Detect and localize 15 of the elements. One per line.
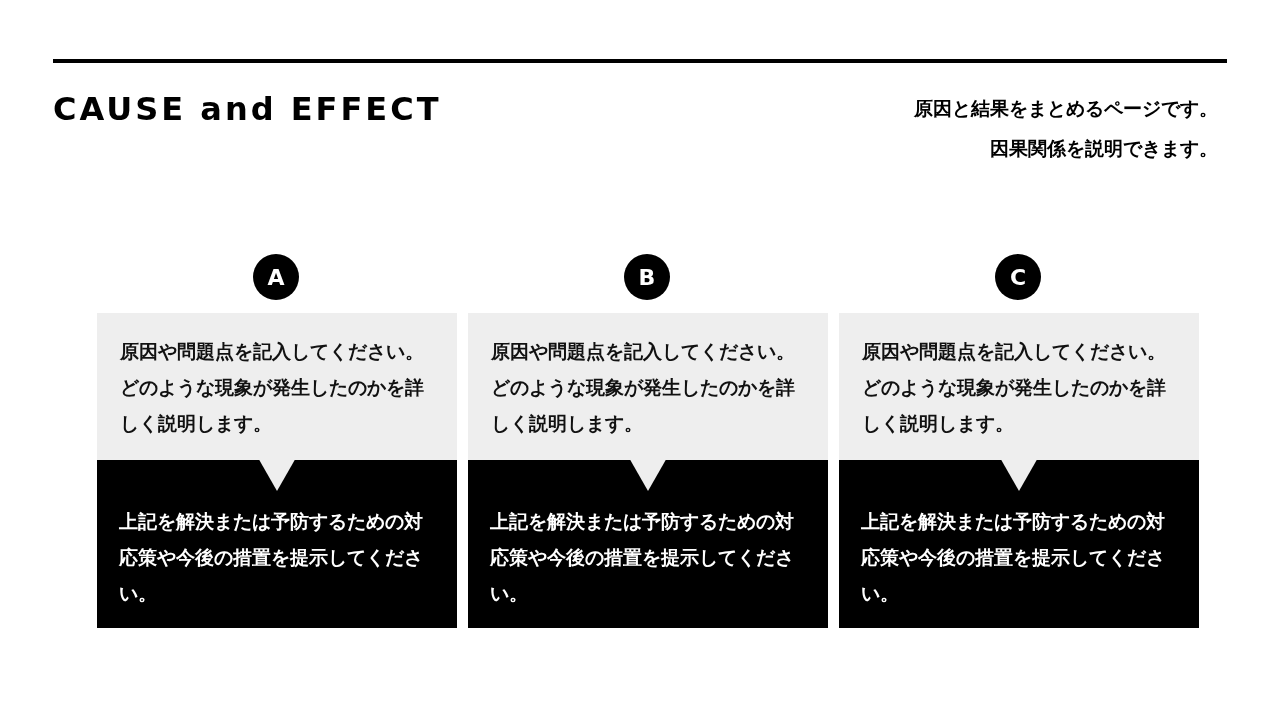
- subtitle: 原因と結果をまとめるページです。: [914, 96, 1218, 121]
- letter-badge: C: [995, 254, 1041, 300]
- subtitle: 因果関係を説明できます。: [990, 136, 1218, 161]
- letter-badge: A: [253, 254, 299, 300]
- title: CAUSE and EFFECT: [53, 90, 442, 128]
- cause-box: 原因や問題点を記入してください。どのような現象が発生したのかを詳しく説明します。: [468, 313, 828, 460]
- cause-box: 原因や問題点を記入してください。どのような現象が発生したのかを詳しく説明します。: [839, 313, 1199, 460]
- effect-box: 上記を解決または予防するための対応策や今後の措置を提示してください。: [97, 460, 457, 628]
- pointer-arrow: [1001, 459, 1037, 491]
- pointer-arrow: [630, 459, 666, 491]
- cause-box: 原因や問題点を記入してください。どのような現象が発生したのかを詳しく説明します。: [97, 313, 457, 460]
- effect-box: 上記を解決または予防するための対応策や今後の措置を提示してください。: [468, 460, 828, 628]
- pointer-arrow: [259, 459, 295, 491]
- letter-badge: B: [624, 254, 670, 300]
- effect-box: 上記を解決または予防するための対応策や今後の措置を提示してください。: [839, 460, 1199, 628]
